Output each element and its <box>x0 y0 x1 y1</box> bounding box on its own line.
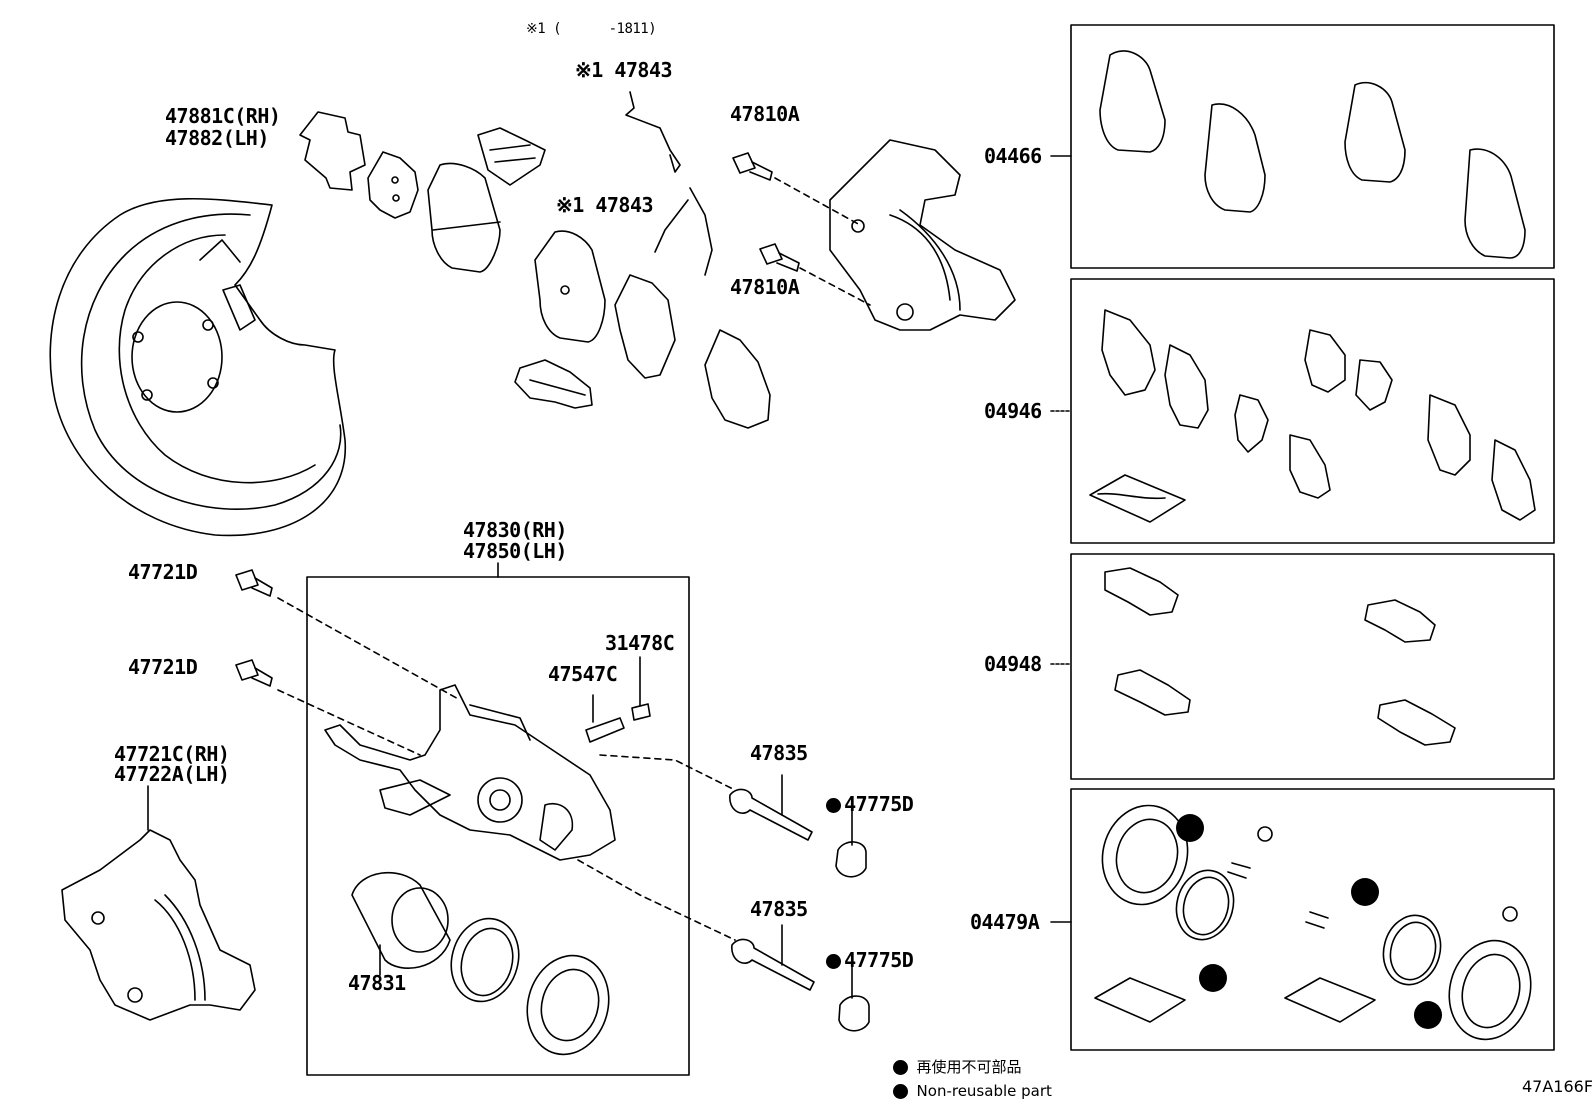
non-reusable-icon <box>892 1060 908 1075</box>
callout-47721C[interactable]: 47721C(RH) <box>114 742 230 766</box>
kit-04479A-seals <box>1094 804 1532 1041</box>
callout-47843-top[interactable]: ※1 47843 <box>575 58 673 82</box>
legend-jp: 再使用不可部品 <box>883 1040 1022 1076</box>
kit-04946-shims <box>1089 309 1536 523</box>
period-note: ※1 ( -1811) <box>526 21 657 37</box>
callout-47721D-a[interactable]: 47721D <box>128 560 198 584</box>
callout-47810A-bottom[interactable]: 47810A <box>730 275 800 299</box>
pads-shims-drawing <box>299 111 771 429</box>
callout-47830[interactable]: 47830(RH) <box>463 518 567 542</box>
callout-47831[interactable]: 47831 <box>348 971 406 995</box>
non-reusable-icon <box>826 798 842 813</box>
non-reusable-icon <box>892 1084 908 1099</box>
legend-jp-text: 再使用不可部品 <box>916 1058 1022 1076</box>
callout-47835-a[interactable]: 47835 <box>750 741 808 765</box>
non-reusable-icon <box>826 954 842 969</box>
kit-04466-pads <box>1099 50 1526 259</box>
kit-box-04948 <box>1050 553 1555 780</box>
kit-box-04946 <box>1050 278 1555 544</box>
callout-47775D-b-text: 47775D <box>844 948 914 972</box>
slide-pin-drawing <box>577 754 870 1032</box>
figure-code: 47A166F <box>1522 1077 1592 1096</box>
callout-47843-mid[interactable]: ※1 47843 <box>556 193 654 217</box>
callout-47881C[interactable]: 47881C(RH) <box>165 104 281 128</box>
callout-47850[interactable]: 47850(LH) <box>463 539 567 563</box>
callout-31478C[interactable]: 31478C <box>605 631 675 655</box>
kit-box-04479A <box>1050 788 1555 1051</box>
caliper-assembly-box <box>306 562 690 1076</box>
callout-47882[interactable]: 47882(LH) <box>165 126 269 150</box>
callout-47775D-b[interactable]: 47775D <box>803 930 914 972</box>
bolt-47810A-drawing <box>732 152 871 306</box>
callout-kit-04479A[interactable]: 04479A <box>970 910 1040 934</box>
caliper-body-drawing <box>324 684 616 861</box>
legend-en-text: Non-reusable part <box>916 1082 1052 1099</box>
callout-47722A[interactable]: 47722A(LH) <box>114 762 230 786</box>
callout-47775D-a-text: 47775D <box>844 792 914 816</box>
callout-47810A-top[interactable]: 47810A <box>730 102 800 126</box>
bleeder-drawing <box>585 656 651 743</box>
kit-04948-clips <box>1104 567 1456 746</box>
callout-47835-b[interactable]: 47835 <box>750 897 808 921</box>
caliper-bracket-lower <box>61 785 256 1021</box>
spring-drawing <box>625 91 713 276</box>
kit-box-04466 <box>1050 24 1555 269</box>
callout-47721D-b[interactable]: 47721D <box>128 655 198 679</box>
callout-47775D-a[interactable]: 47775D <box>803 774 914 816</box>
callout-kit-04466[interactable]: 04466 <box>984 144 1042 168</box>
callout-kit-04948[interactable]: 04948 <box>984 652 1042 676</box>
callout-kit-04946[interactable]: 04946 <box>984 399 1042 423</box>
bolt-47721D-drawing <box>235 569 461 756</box>
legend-en: Non-reusable part <box>883 1064 1052 1099</box>
dust-cover-drawing <box>49 198 346 537</box>
piston-seal-drawing <box>351 871 610 1056</box>
kit-04479A-boots <box>1176 814 1442 1029</box>
callout-47547C[interactable]: 47547C <box>548 662 618 686</box>
caliper-bracket-upper <box>829 139 1016 331</box>
